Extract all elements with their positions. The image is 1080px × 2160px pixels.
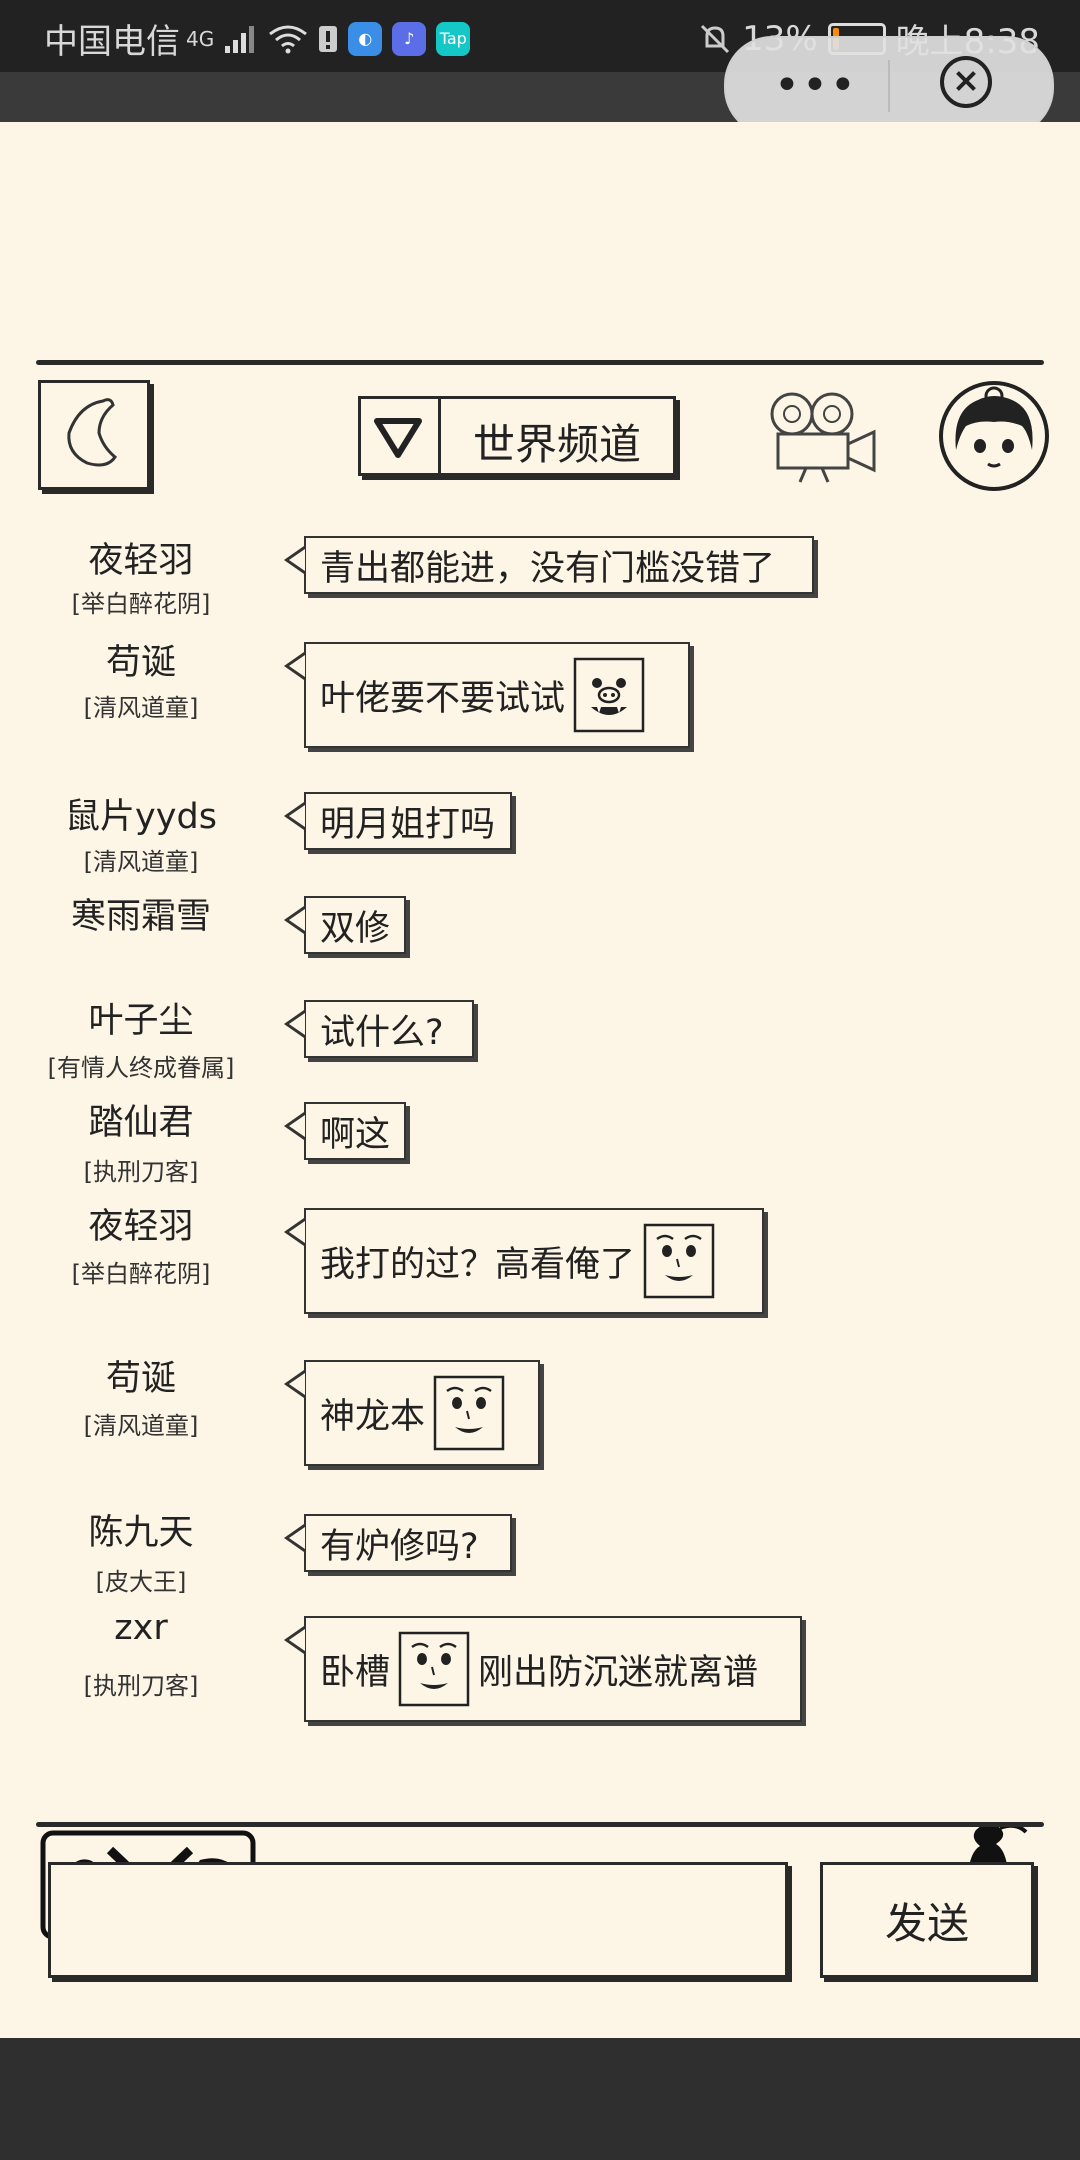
alert-icon	[319, 25, 338, 52]
message-bubble[interactable]: 青出都能进，没有门槛没错了	[284, 536, 814, 594]
message-text: 试什么?	[320, 1012, 444, 1053]
message-text: 青出都能进，没有门槛没错了	[320, 548, 776, 589]
signal-icon	[225, 25, 255, 53]
sender-title: [有情人终成眷属]	[47, 1054, 235, 1082]
message-bubble[interactable]: 叶佬要不要试试	[284, 642, 690, 748]
sender-name[interactable]: 鼠片yyds	[65, 797, 217, 837]
message-text: 神龙本	[320, 1396, 426, 1437]
close-button[interactable]	[940, 56, 992, 108]
message-bubble[interactable]: 有炉修吗?	[284, 1514, 512, 1572]
browser-app-icon: ◐	[348, 21, 383, 56]
more-button[interactable]: •••	[774, 60, 858, 111]
sender-title: [执刑刀客]	[83, 1672, 199, 1700]
message-bubble[interactable]: 试什么?	[284, 1000, 474, 1058]
channel-selector[interactable]: 世界频道	[358, 396, 676, 476]
sender-name[interactable]: 夜轻羽	[88, 1207, 194, 1247]
sender-title: [清风道童]	[83, 694, 199, 722]
message-bubble[interactable]: 我打的过？高看俺了	[284, 1208, 764, 1314]
top-divider	[36, 360, 1044, 365]
back-arrow-icon	[67, 398, 117, 467]
user-avatar[interactable]	[938, 380, 1050, 492]
sender-title: [举白醉花阴]	[71, 590, 211, 618]
smile-face-emoji-icon	[643, 1223, 715, 1299]
bottom-divider	[36, 1822, 1044, 1827]
send-button[interactable]: 发送	[820, 1862, 1034, 1978]
status-left: 中国电信 4G ◐ ♪ Tap	[44, 14, 471, 63]
network-type: 4G	[186, 26, 215, 51]
chat-input[interactable]	[48, 1862, 788, 1978]
pig-face-emoji-icon	[573, 657, 645, 733]
sender-name[interactable]: 夜轻羽	[88, 541, 194, 581]
message-bubble[interactable]: 神龙本	[284, 1360, 540, 1466]
sender-name[interactable]: 苟诞	[105, 643, 176, 683]
mute-bell-icon	[701, 24, 730, 53]
message-text: 啊这	[320, 1114, 391, 1155]
wifi-icon	[269, 25, 308, 53]
sender-title: [举白醉花阴]	[71, 1260, 211, 1288]
message-text: 卧槽	[320, 1652, 391, 1693]
sender-title: [清风道童]	[83, 848, 199, 876]
message-bubble[interactable]: 啊这	[283, 1102, 407, 1160]
message-text: 叶佬要不要试试	[320, 678, 566, 719]
message-bubble[interactable]: 卧槽 刚出防沉迷就离谱	[284, 1616, 802, 1722]
message-text: 双修	[320, 908, 391, 949]
tap-app-icon: Tap	[436, 21, 471, 56]
sender-name[interactable]: 陈九天	[88, 1513, 194, 1553]
sender-name[interactable]: 叶子尘	[88, 1001, 194, 1041]
sender-title: [执刑刀客]	[83, 1158, 199, 1186]
carrier-name: 中国电信	[44, 22, 180, 62]
sender-name[interactable]: 踏仙君	[88, 1103, 194, 1143]
back-button[interactable]	[38, 380, 150, 490]
message-bubble[interactable]: 明月姐打吗	[284, 792, 512, 850]
mini-program-capsule: •••	[724, 36, 1054, 136]
channel-name: 世界频道	[473, 420, 642, 469]
capsule-divider	[888, 60, 890, 112]
video-camera-icon[interactable]	[766, 390, 882, 486]
smile-face-emoji-icon	[433, 1375, 505, 1451]
sender-name[interactable]: 苟诞	[105, 1359, 176, 1399]
smile-face-emoji-icon	[398, 1631, 470, 1707]
chat-screen: 世界频道 夜轻羽 [举白醉花阴] 青出都能进，没有门槛没错了苟诞 [清风道童] 叶佬要不…	[0, 122, 1080, 2038]
music-app-icon: ♪	[392, 21, 427, 56]
sender-title: [皮大王]	[95, 1568, 187, 1596]
message-text: 明月姐打吗	[320, 804, 496, 845]
message-text: 刚出防沉迷就离谱	[478, 1652, 759, 1693]
sender-title: [清风道童]	[83, 1412, 199, 1440]
sender-name[interactable]: 寒雨霜雪	[70, 897, 211, 937]
sender-name[interactable]: zxr	[114, 1608, 168, 1648]
dropdown-triangle-icon	[361, 399, 441, 473]
message-bubble[interactable]: 双修	[283, 896, 407, 954]
message-text: 有炉修吗?	[320, 1526, 479, 1567]
message-text: 我打的过？高看俺了	[320, 1244, 636, 1285]
